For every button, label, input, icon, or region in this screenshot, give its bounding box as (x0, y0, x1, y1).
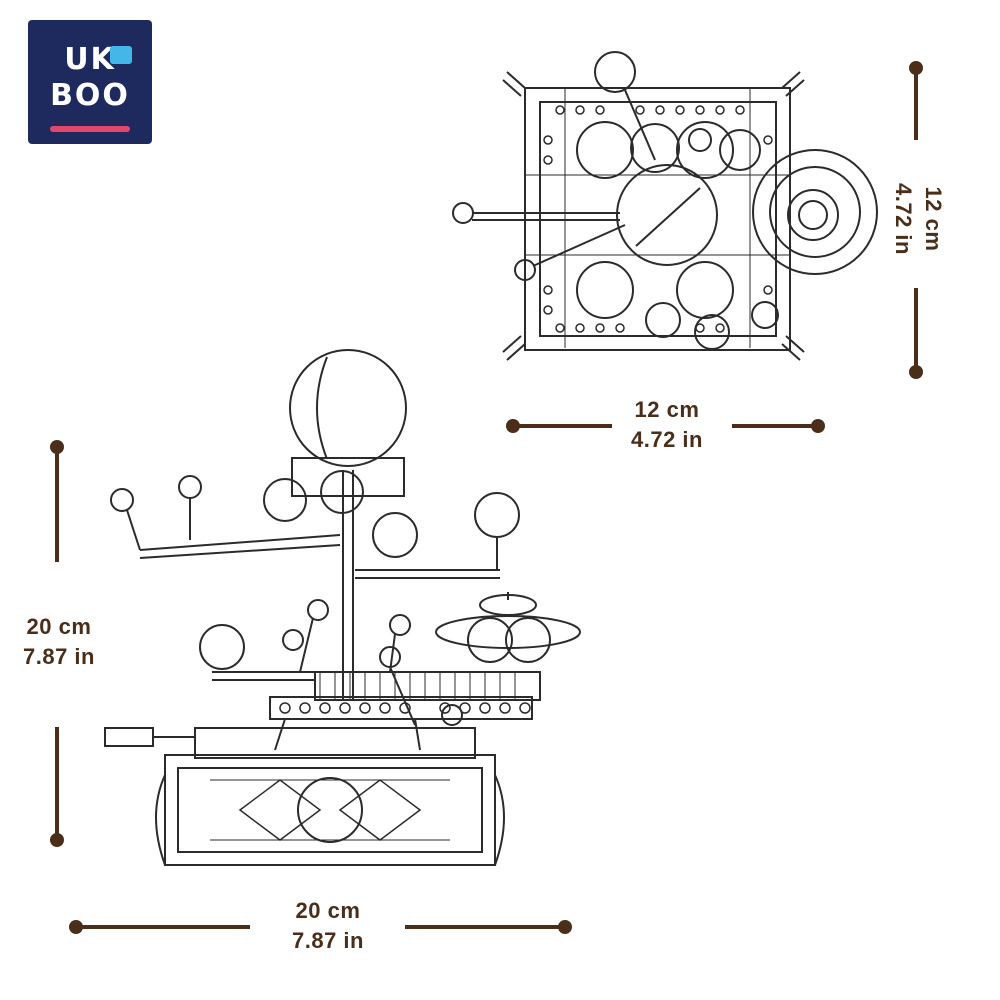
top-view-height-label: 12 cm 4.72 in (886, 159, 948, 279)
side-view-height-label: 20 cm 7.87 in (0, 612, 118, 672)
top-view-width-cm: 12 cm (634, 397, 700, 422)
side-view-width-label: 20 cm 7.87 in (268, 896, 388, 956)
side-view-width-line (69, 920, 572, 934)
top-view-width-label: 12 cm 4.72 in (607, 395, 727, 455)
top-view-width-line (506, 419, 825, 433)
logo-text-line-1: UK (64, 42, 116, 77)
top-view-width-in: 4.72 in (631, 427, 703, 452)
top-view-height-cm: 12 cm (921, 186, 946, 252)
logo-underline (50, 126, 130, 132)
logo-chip-icon (110, 46, 132, 64)
logo-text-line-2: BOO (50, 78, 130, 113)
side-view-height-in: 7.87 in (23, 644, 95, 669)
top-view-drawing (452, 51, 878, 361)
top-view-height-line (909, 61, 923, 379)
side-view-drawing (104, 349, 581, 866)
side-view-height-line (50, 440, 64, 847)
top-view-height-in: 4.72 in (891, 183, 916, 255)
side-view-width-cm: 20 cm (295, 898, 361, 923)
side-view-height-cm: 20 cm (26, 614, 92, 639)
side-view-width-in: 7.87 in (292, 928, 364, 953)
brand-logo: UK BOO (28, 20, 152, 144)
